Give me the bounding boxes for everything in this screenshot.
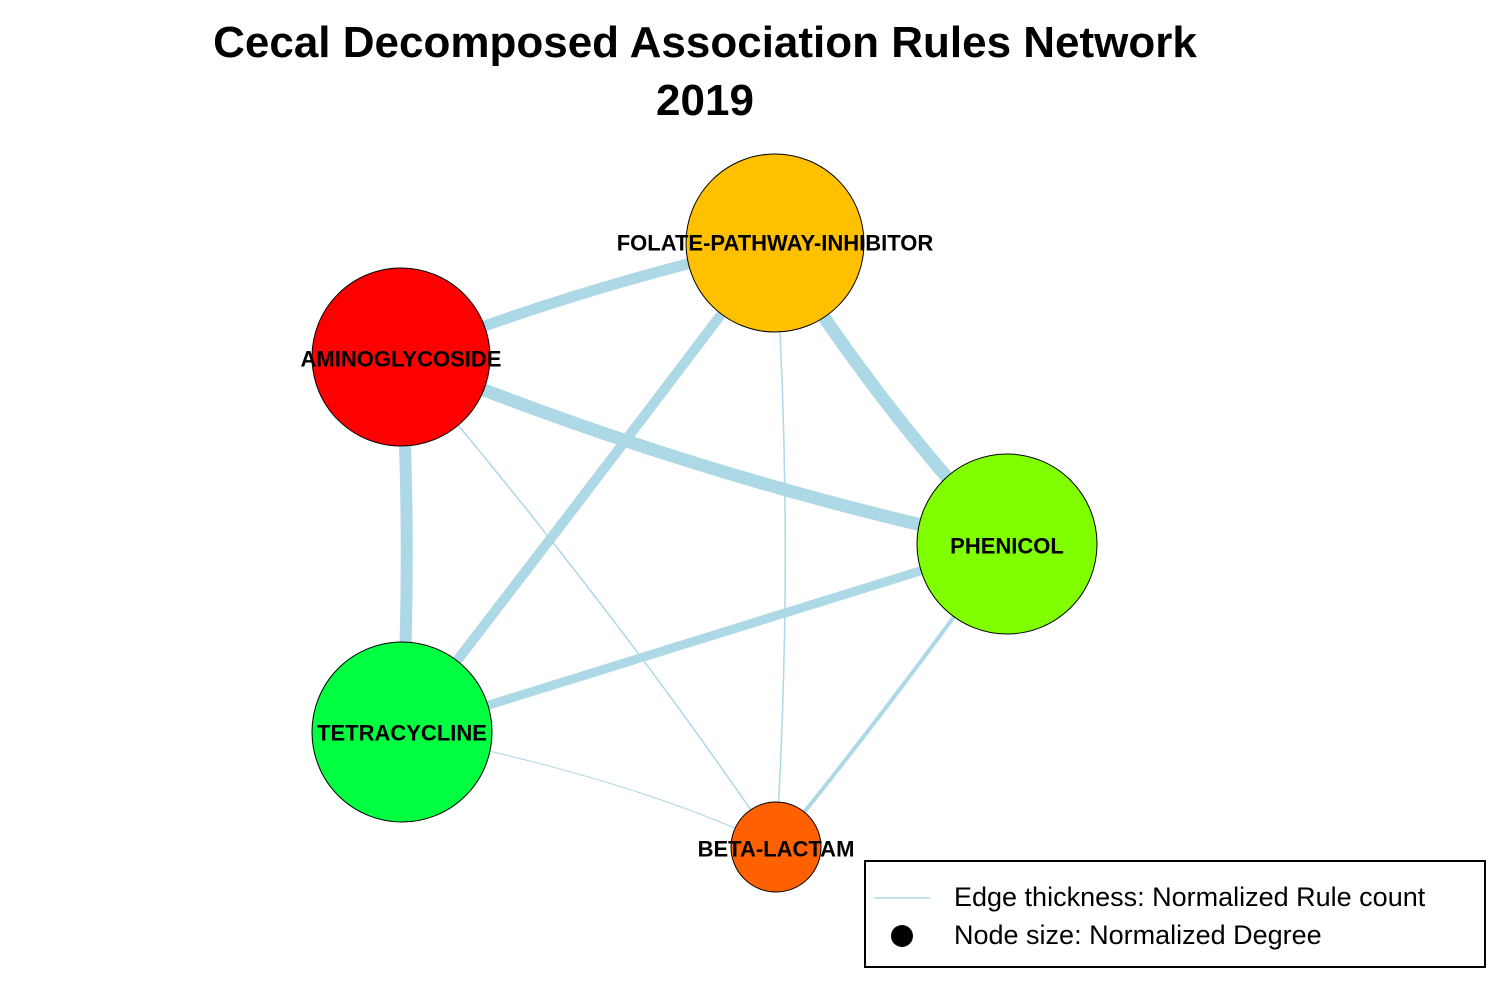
- node-label-folate: FOLATE-PATHWAY-INHIBITOR: [617, 231, 934, 256]
- legend: Edge thickness: Normalized Rule count No…: [864, 860, 1486, 968]
- chart-title: Cecal Decomposed Association Rules Netwo…: [0, 14, 1410, 130]
- legend-edge-symbol: [874, 897, 930, 899]
- node-tetra: [311, 641, 493, 823]
- edges-layer: [395, 237, 1012, 849]
- legend-node-symbol: [891, 925, 913, 947]
- legend-node-label: Node size: Normalized Degree: [954, 920, 1322, 950]
- node-amino: [311, 267, 491, 447]
- chart-title-line-1: Cecal Decomposed Association Rules Netwo…: [213, 18, 1197, 67]
- legend-row-node: Node size: Normalized Degree: [866, 918, 1484, 954]
- node-label-beta: BETA-LACTAM: [698, 837, 855, 862]
- node-folate: [685, 153, 865, 333]
- edge-folate-beta: [774, 242, 787, 848]
- legend-row-edge: Edge thickness: Normalized Rule count: [866, 880, 1484, 916]
- edge-amino-beta: [400, 356, 777, 848]
- node-beta: [730, 801, 822, 893]
- legend-edge-label: Edge thickness: Normalized Rule count: [954, 882, 1426, 912]
- nodes-layer: [311, 153, 1098, 893]
- node-label-tetra: TETRACYCLINE: [317, 721, 487, 746]
- node-label-amino: AMINOGLYCOSIDE: [301, 347, 502, 372]
- labels-layer: FOLATE-PATHWAY-INHIBITOR AMINOGLYCOSIDE PH…: [301, 231, 1064, 862]
- chart-title-line-2: 2019: [656, 76, 754, 125]
- edge-tetra-phenicol: [400, 539, 1009, 737]
- node-phenicol: [916, 453, 1098, 635]
- node-label-phenicol: PHENICOL: [950, 534, 1064, 559]
